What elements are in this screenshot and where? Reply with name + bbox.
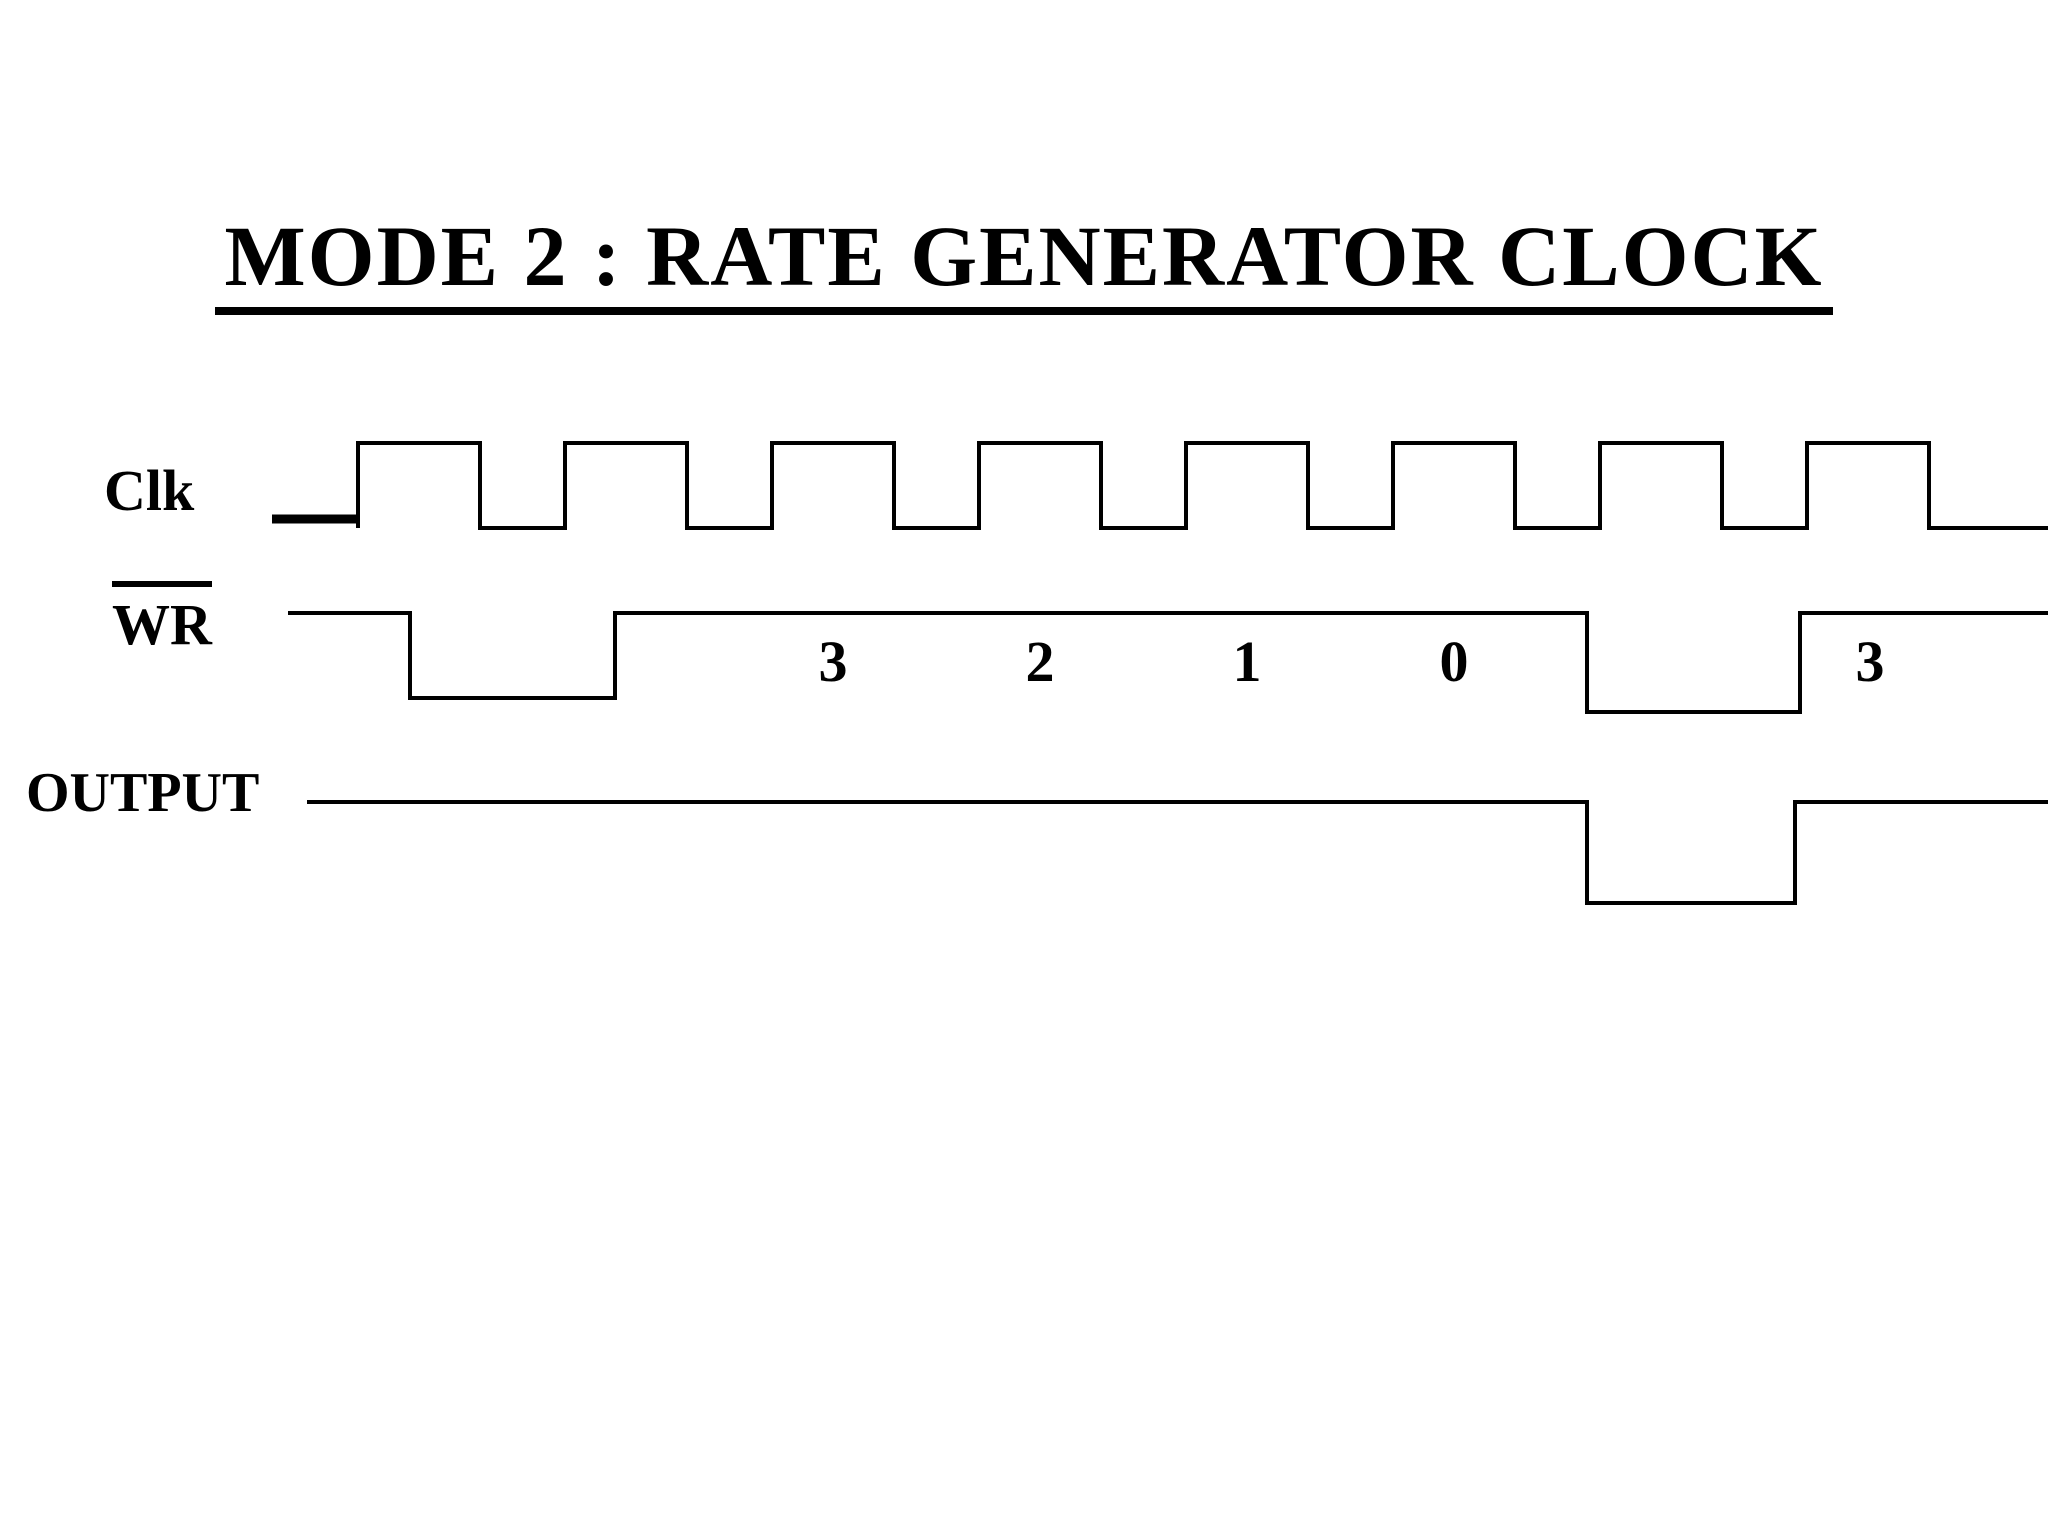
page-title: MODE 2 : RATE GENERATOR CLOCK (214, 213, 1834, 315)
signal-label-wr: WR (112, 581, 212, 654)
signal-label-clk: Clk (104, 462, 194, 520)
count-value: 0 (1439, 629, 1469, 694)
count-value: 3 (1855, 629, 1885, 694)
output-waveform (307, 800, 2048, 905)
count-value: 3 (818, 629, 848, 694)
clk-waveform (356, 441, 2048, 530)
output-label-text: OUTPUT (26, 762, 260, 824)
count-value: 2 (1025, 629, 1055, 694)
signal-label-output: OUTPUT (26, 765, 259, 821)
count-value: 1 (1232, 629, 1262, 694)
wr-label-text: WR (112, 581, 212, 654)
wr-waveform (288, 611, 2048, 714)
clk-label-text: Clk (104, 458, 195, 523)
title-row: MODE 2 : RATE GENERATOR CLOCK (0, 213, 2048, 315)
